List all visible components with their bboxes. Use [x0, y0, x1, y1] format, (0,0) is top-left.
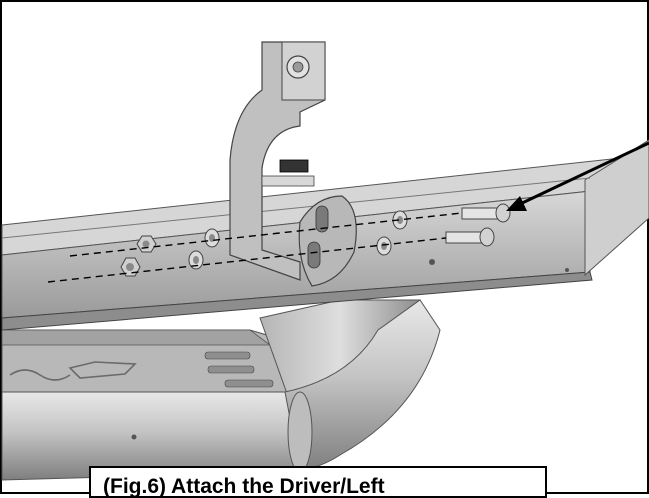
washer-left-lower — [188, 250, 204, 270]
washer-right-lower — [376, 236, 392, 256]
caption-box: (Fig.6) Attach the Driver/Left — [89, 466, 547, 498]
figure-caption: (Fig.6) Attach the Driver/Left — [103, 475, 385, 498]
carriage-bolt-lower — [445, 227, 495, 247]
alignment-lines — [47, 212, 463, 283]
carriage-bolt-upper — [461, 203, 511, 223]
callout-arrow — [506, 141, 649, 211]
hardware — [120, 203, 511, 277]
side-tube — [1, 299, 441, 481]
flange-slot-upper — [315, 205, 329, 233]
mounting-bracket — [229, 41, 357, 287]
washer-left-upper — [204, 228, 220, 248]
flange-slot-lower — [307, 241, 321, 269]
hex-nut-lower — [120, 257, 141, 277]
bracket-clip — [279, 159, 309, 173]
